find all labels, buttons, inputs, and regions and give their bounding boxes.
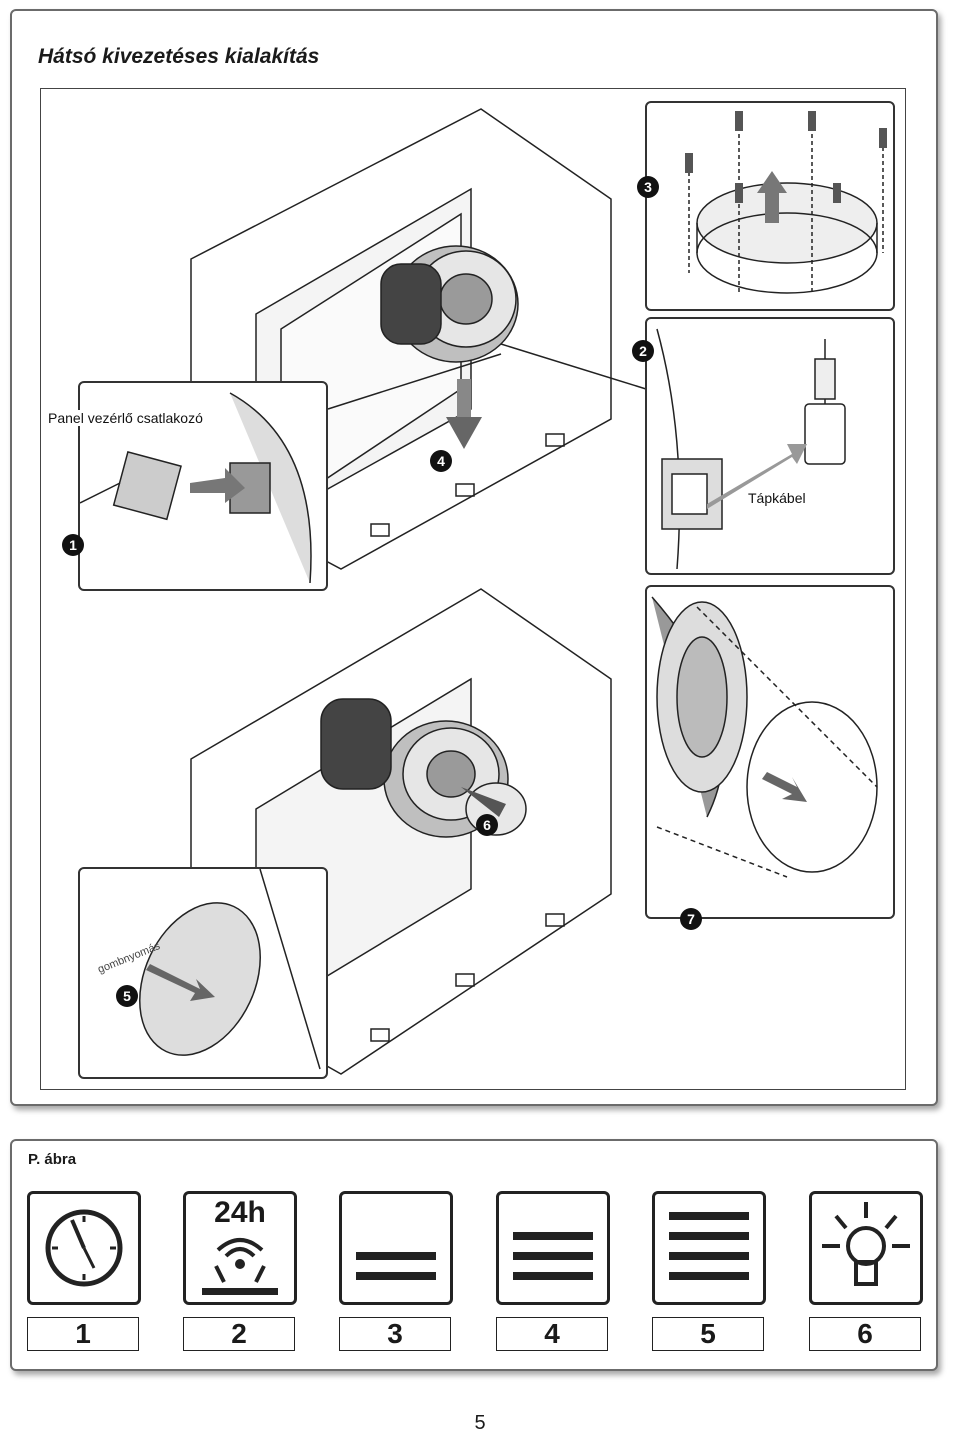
power-plug-drawing: [656, 328, 846, 570]
step-6-badge: 6: [476, 814, 498, 836]
step7-inset: [645, 585, 895, 919]
24h-fan-button[interactable]: 24h: [183, 1191, 297, 1305]
step-3-badge: 3: [637, 176, 659, 198]
control-number-4: 4: [496, 1317, 608, 1351]
control-number-2: 2: [183, 1317, 295, 1351]
light-button[interactable]: [809, 1191, 923, 1305]
control-number-6: 6: [809, 1317, 921, 1351]
speed-4-button[interactable]: [652, 1191, 766, 1305]
24h-fan-icon: [202, 1238, 278, 1295]
step5-inset: [78, 867, 328, 1079]
clock-button[interactable]: [27, 1191, 141, 1305]
control-panel-figure: P. ábra 1 24h 2 3: [10, 1139, 938, 1371]
speed-4-bars-icon: [669, 1212, 749, 1280]
panel-connector-label: Panel vezérlő csatlakozó: [48, 410, 218, 426]
step-5-badge: 5: [116, 985, 138, 1007]
24h-text: 24h: [214, 1196, 266, 1229]
panel-connector-text: Panel vezérlő csatlakozó: [48, 410, 203, 426]
step-7-badge: 7: [680, 908, 702, 930]
speed-2-bars-icon: [356, 1252, 436, 1280]
step2-inset: [645, 317, 895, 575]
light-bulb-icon: [822, 1202, 910, 1286]
control-number-1: 1: [27, 1317, 139, 1351]
page-title: Hátsó kivezetéses kialakítás: [38, 45, 320, 68]
filter-removal-drawing: [651, 596, 878, 878]
step-1-badge: 1: [62, 534, 84, 556]
speed-3-bars-icon: [513, 1232, 593, 1280]
panel-connector-drawing: [80, 392, 312, 584]
screw-ring-drawing: [685, 111, 887, 294]
power-cable-label: Tápkábel: [748, 490, 806, 506]
control-number-3: 3: [339, 1317, 451, 1351]
control-number-5: 5: [652, 1317, 764, 1351]
step3-inset: [645, 101, 895, 311]
clock-icon: [45, 1209, 123, 1287]
speed-2-button[interactable]: [339, 1191, 453, 1305]
step-2-badge: 2: [632, 340, 654, 362]
figure-label: P. ábra: [28, 1151, 77, 1168]
filter-press-drawing: [139, 869, 321, 1070]
speed-3-button[interactable]: [496, 1191, 610, 1305]
page-number: 5: [474, 1412, 486, 1434]
step-4-badge: 4: [430, 450, 452, 472]
